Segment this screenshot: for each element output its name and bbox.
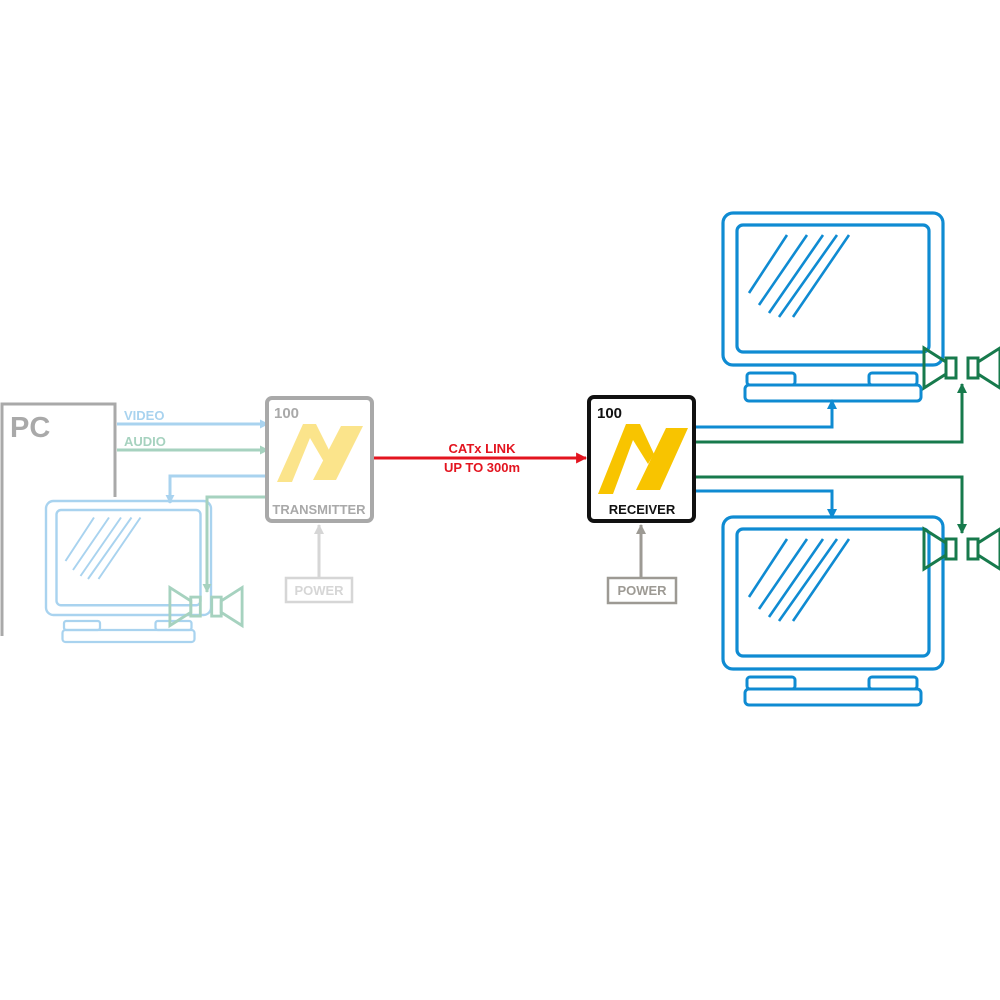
receiver-label: RECEIVER [609,502,676,517]
local-audio-out-arrow [202,495,266,593]
transmitter-power-box: POWER [284,576,354,604]
video-out-bottom-arrow [696,489,837,519]
audio-signal-label: AUDIO [124,434,166,449]
receiver-power-label: POWER [617,583,667,598]
output-speaker-top-icon [922,346,1000,390]
av-logo-icon [598,424,688,494]
transmitter-label: TRANSMITTER [272,502,366,517]
receiver-unit: 100 RECEIVER [587,395,696,523]
receiver-number: 100 [597,405,622,422]
source-speaker-icon [168,586,244,628]
pc-tower-icon: PC [0,402,117,636]
receiver-power-box: POWER [606,576,678,605]
local-video-out-arrow [165,474,266,504]
pc-label: PC [10,412,50,444]
video-out-top-arrow [696,399,837,429]
av-logo-icon [277,424,363,482]
transmitter-power-label: POWER [294,583,344,598]
catx-link-label: CATx LINK [449,441,517,456]
video-signal-label: VIDEO [124,408,164,423]
catx-distance-label: UP TO 300m [444,460,520,475]
output-monitor-bottom-icon [721,515,945,707]
output-speaker-bottom-icon [922,527,1000,571]
output-monitor-top-icon [721,211,945,403]
audio-out-top-arrow [696,383,967,444]
source-monitor-icon [44,499,213,644]
transmitter-number: 100 [274,405,299,422]
transmitter-unit: 100 TRANSMITTER [265,396,374,523]
audio-out-bottom-arrow [696,475,967,534]
